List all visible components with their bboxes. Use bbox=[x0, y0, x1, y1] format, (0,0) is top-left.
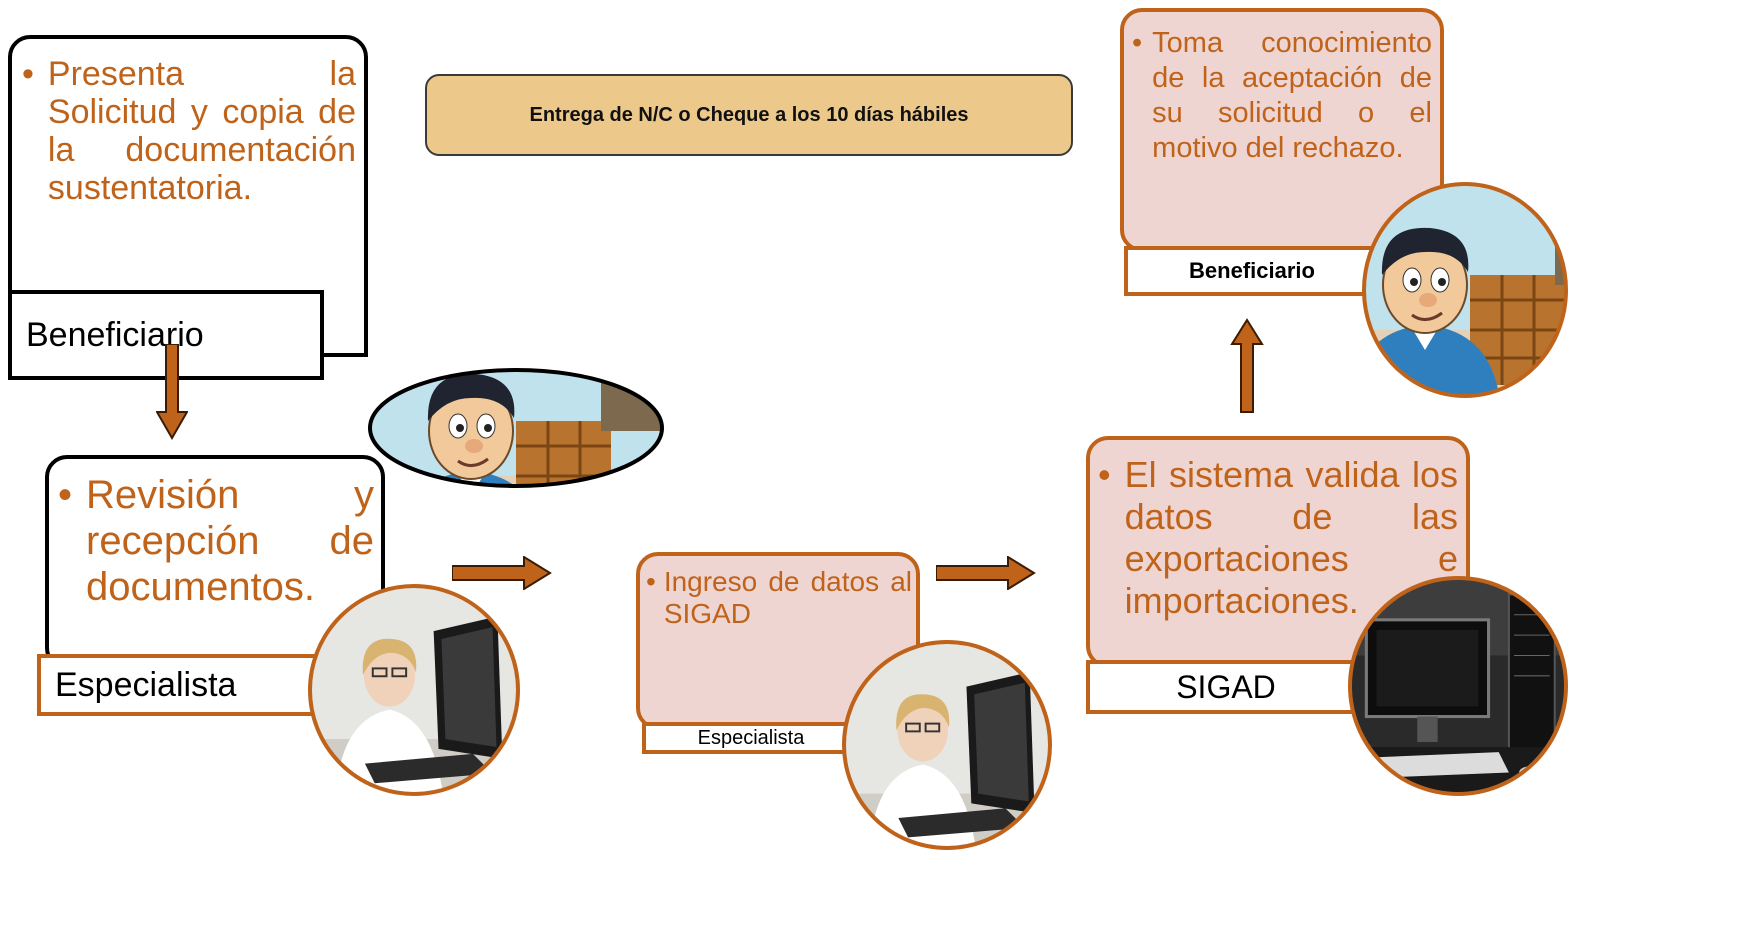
step-5-card bbox=[1120, 8, 1444, 252]
step-3-text: Ingreso de datos al SIGAD bbox=[663, 566, 912, 629]
specialist-photo-icon bbox=[308, 584, 520, 796]
arrow-down-icon bbox=[156, 344, 188, 440]
bullet-icon: • bbox=[58, 473, 73, 517]
bullet-icon: • bbox=[1132, 27, 1143, 59]
step-2-bullet: • Revisión y recepción de documentos. bbox=[58, 472, 374, 610]
banner-text: Entrega de N/C o Cheque a los 10 días há… bbox=[529, 103, 969, 126]
step-5-role-box: Beneficiario bbox=[1124, 246, 1380, 296]
step-5-bullet: • Toma conocimiento de la aceptación de … bbox=[1132, 26, 1432, 166]
step-5-role: Beneficiario bbox=[1189, 258, 1315, 283]
step-4-role-box: SIGAD bbox=[1086, 660, 1366, 714]
arrow-right-icon bbox=[936, 556, 1036, 590]
step-1-bullet: • Presenta la Solicitud y copia de la do… bbox=[22, 55, 356, 207]
step-4-role: SIGAD bbox=[1176, 668, 1276, 705]
step-4-bullet: • El sistema valida los datos de las exp… bbox=[1098, 454, 1458, 622]
bullet-icon: • bbox=[1098, 454, 1111, 495]
specialist-photo-icon bbox=[842, 640, 1052, 850]
step-4-text: El sistema valida los datos de las expor… bbox=[1124, 454, 1458, 621]
step-1-text: Presenta la Solicitud y copia de la docu… bbox=[47, 55, 356, 207]
step-3-bullet: • Ingreso de datos al SIGAD bbox=[646, 566, 912, 630]
step-2-text: Revisión y recepción de documentos. bbox=[86, 473, 374, 609]
arrow-up-icon bbox=[1230, 318, 1264, 413]
computer-photo-icon bbox=[1348, 576, 1568, 796]
bullet-icon: • bbox=[22, 55, 34, 93]
step-3-role: Especialista bbox=[697, 726, 805, 749]
worker-photo-icon bbox=[1362, 182, 1568, 398]
worker-oval-picture bbox=[368, 368, 664, 488]
arrow-right-icon bbox=[452, 556, 552, 590]
bullet-icon: • bbox=[646, 566, 656, 597]
step-3-role-box: Especialista bbox=[642, 722, 860, 754]
step-2-role: Especialista bbox=[55, 665, 237, 704]
step-1-role-box: Beneficiario bbox=[8, 290, 324, 380]
delivery-banner: Entrega de N/C o Cheque a los 10 días há… bbox=[425, 74, 1073, 156]
step-5-text: Toma conocimiento de la aceptación de su… bbox=[1152, 27, 1432, 164]
step-2-role-box: Especialista bbox=[37, 654, 335, 716]
